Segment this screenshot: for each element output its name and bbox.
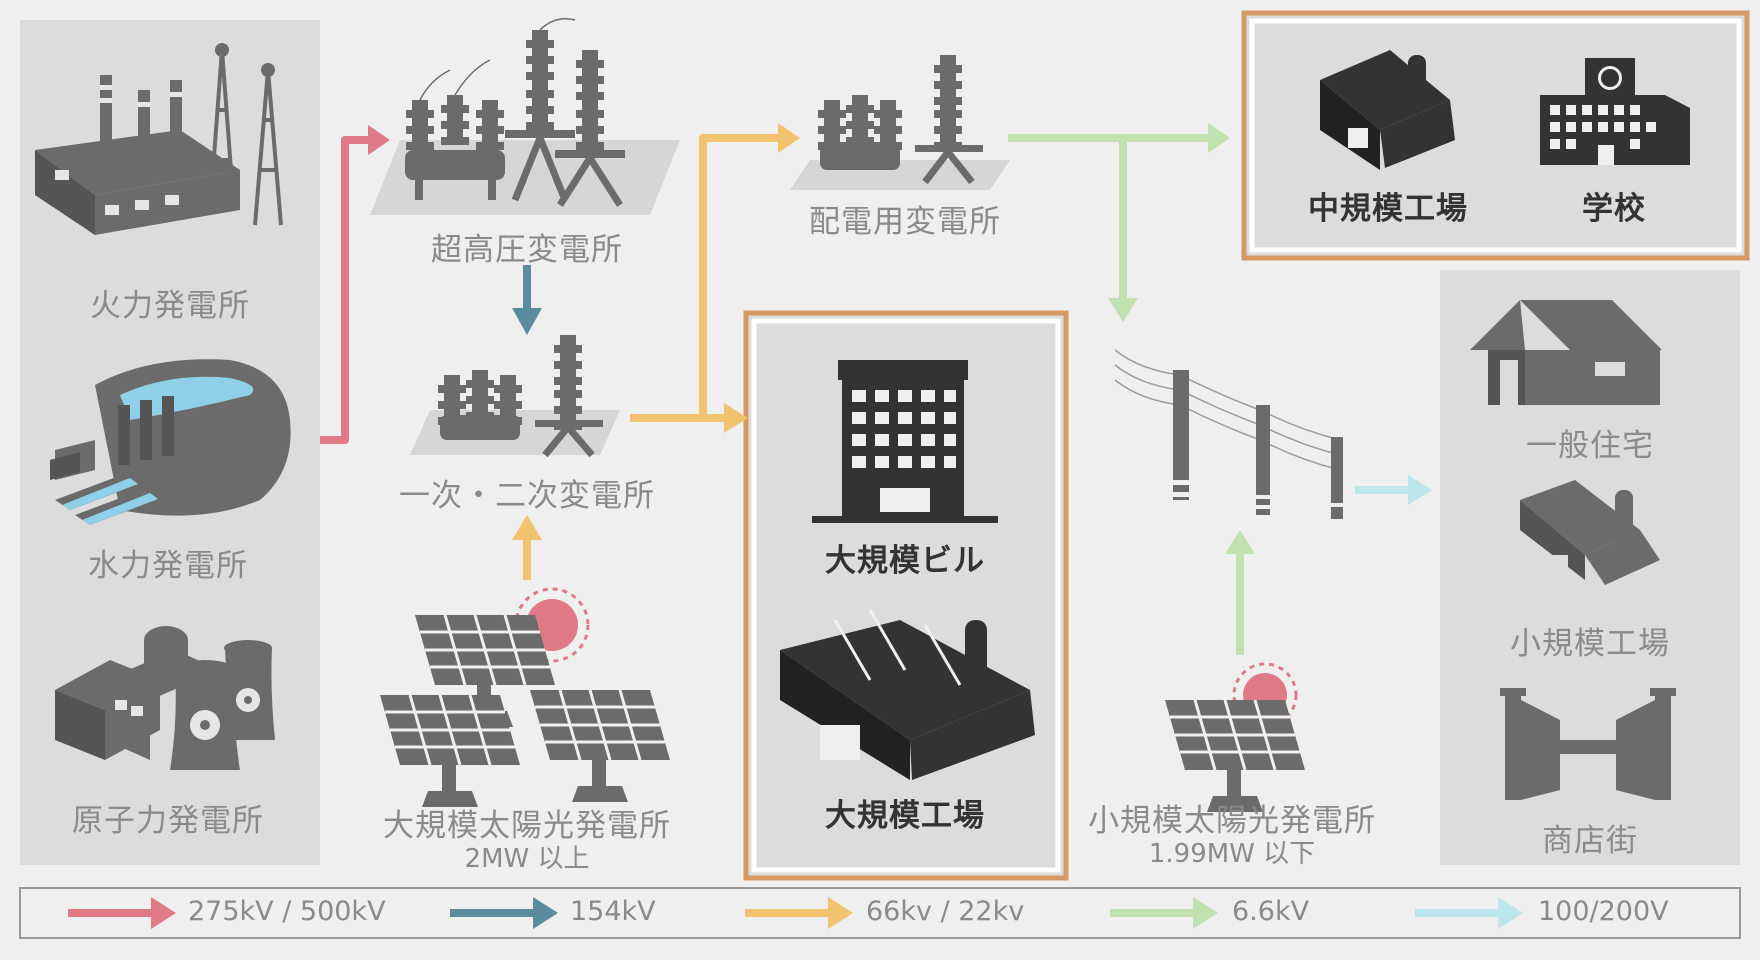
- utility-poles-icon: [1114, 349, 1343, 519]
- legend-label-154kv: 154kV: [570, 896, 656, 927]
- primary-secondary-substation-icon: [410, 335, 620, 458]
- arrow-66kv-to-distribution: [630, 134, 780, 422]
- nuclear-power-plant-icon: [55, 626, 275, 770]
- school-label: 学校: [1582, 191, 1646, 227]
- legend-arrows: [68, 897, 1523, 929]
- mid-factory-label: 中規模工場: [1308, 191, 1468, 227]
- large-building-label: 大規模ビル: [825, 543, 985, 579]
- thermal-plant-label: 火力発電所: [90, 288, 250, 324]
- legend-label-6.6kv: 6.6kV: [1232, 896, 1310, 927]
- school-icon: [1540, 58, 1690, 165]
- large-solar-capacity: 2MW 以上: [464, 844, 590, 874]
- shopping-street-label: 商店街: [1542, 823, 1638, 859]
- legend-arrowhead-1: [533, 897, 558, 929]
- hydro-plant-label: 水力発電所: [88, 548, 248, 584]
- large-factory-label: 大規模工場: [825, 798, 985, 834]
- small-factory-icon: [1520, 480, 1660, 585]
- small-factory-label: 小規模工場: [1510, 626, 1670, 662]
- house-label: 一般住宅: [1526, 428, 1654, 464]
- large-factory-icon: [780, 609, 1035, 780]
- shopping-street-icon: [1500, 688, 1676, 800]
- large-solar-plant-icon: [378, 587, 672, 809]
- large-building-icon: [812, 360, 998, 523]
- legend-label-275-500kv: 275kV / 500kV: [188, 896, 386, 927]
- ultra-high-voltage-substation-icon: [370, 18, 680, 215]
- small-solar-plant-icon: [1163, 662, 1307, 814]
- thermal-power-plant-icon: [35, 43, 283, 235]
- legend-label-100-200v: 100/200V: [1538, 896, 1669, 927]
- legend-arrowhead-2: [828, 897, 853, 929]
- large-solar-label: 大規模太陽光発電所: [383, 808, 671, 844]
- arrow-275kv-generation-to-substation: [320, 136, 370, 444]
- hydro-power-plant-icon: [50, 359, 291, 525]
- distribution-substation-label: 配電用変電所: [809, 204, 1001, 240]
- ultra-high-substation-label: 超高圧変電所: [431, 232, 623, 268]
- small-solar-label: 小規模太陽光発電所: [1088, 803, 1376, 839]
- nuclear-plant-label: 原子力発電所: [72, 803, 264, 839]
- house-icon: [1470, 300, 1662, 405]
- small-solar-capacity: 1.99MW 以下: [1148, 839, 1316, 869]
- distribution-substation-icon: [790, 55, 1010, 190]
- legend-arrowhead-3: [1193, 897, 1218, 929]
- legend-arrowhead-0: [151, 897, 176, 929]
- mid-factory-icon: [1320, 50, 1455, 170]
- primary-secondary-substation-label: 一次・二次変電所: [399, 478, 655, 514]
- legend-arrowhead-4: [1498, 897, 1523, 929]
- legend-label-66-22kv: 66kv / 22kv: [866, 896, 1025, 927]
